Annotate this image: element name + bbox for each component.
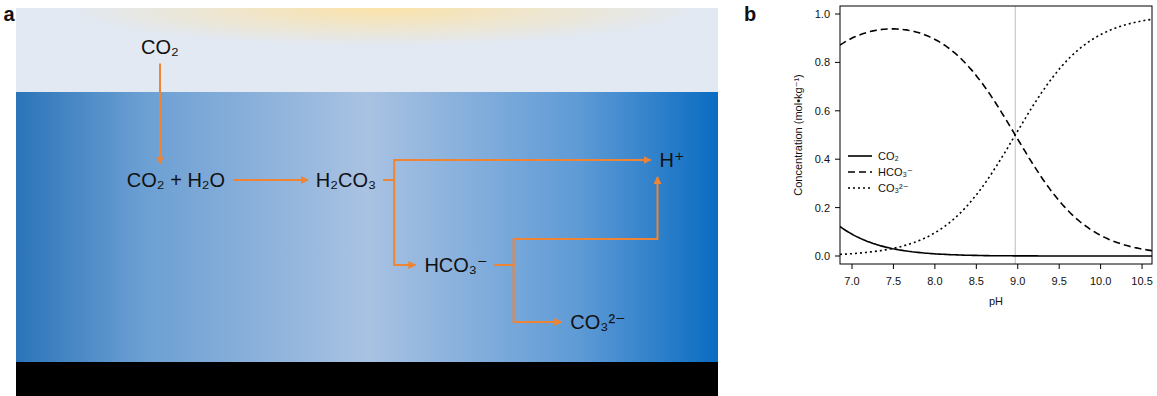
tick-mark: [1059, 264, 1060, 269]
tick-mark: [852, 264, 853, 269]
legend-sample: [848, 155, 872, 157]
axis-title: pH: [989, 295, 1003, 307]
reaction-arrow: [383, 180, 415, 265]
tick-mark: [1017, 264, 1018, 269]
tick-label: 0.8: [815, 56, 830, 68]
co2-curve: [840, 227, 1152, 257]
tick-mark: [893, 264, 894, 269]
ocean-body: [16, 92, 718, 362]
sea-floor: [16, 362, 718, 396]
legend-text: HCO₃⁻: [878, 166, 913, 179]
tick-label: 0.0: [815, 250, 830, 262]
chemical-species: H⁺: [656, 146, 689, 174]
legend-samples: [848, 156, 872, 188]
tick-label: 9.5: [1052, 275, 1067, 287]
species-formula: CO₂ + H₂O: [127, 169, 225, 191]
reaction-arrow: [495, 177, 658, 265]
chemical-species: CO₃²⁻: [566, 308, 629, 336]
tick-label: 0.2: [815, 202, 830, 214]
tick-label: 10.0: [1090, 275, 1111, 287]
reaction-arrow: [159, 64, 161, 164]
chemical-species: CO₂: [137, 34, 183, 61]
tick-mark: [976, 264, 977, 269]
reaction-arrow: [233, 179, 308, 181]
tick-mark: [835, 207, 840, 208]
tick-mark: [1142, 264, 1143, 269]
tick-mark: [835, 159, 840, 160]
reaction-arrow: [383, 160, 650, 180]
plot-frame: [840, 6, 1152, 264]
species-formula: CO₂: [141, 36, 179, 58]
tick-label: 0.6: [815, 105, 830, 117]
tick-label: 9.0: [1010, 275, 1025, 287]
tick-mark: [835, 62, 840, 63]
tick-mark: [835, 110, 840, 111]
species-formula: CO₃²⁻: [570, 311, 625, 333]
tick-label: 8.5: [969, 275, 984, 287]
chemical-species: CO₂ + H₂O: [123, 167, 229, 194]
axis-title: Concentration (mol•kg⁻¹): [792, 74, 805, 196]
tick-mark: [835, 14, 840, 15]
tick-label: 7.5: [886, 275, 901, 287]
legend-text: CO₃²⁻: [878, 182, 908, 195]
tick-label: 0.4: [815, 153, 830, 165]
axis-ticks: [835, 14, 1142, 269]
tick-label: 8.0: [927, 275, 942, 287]
reaction-arrow: [495, 265, 562, 322]
co3-curve: [840, 19, 1152, 254]
sky-band: [16, 8, 718, 92]
chemical-species: HCO₃⁻: [420, 251, 491, 279]
tick-label: 7.0: [844, 275, 859, 287]
chemical-species: H₂CO₃: [312, 167, 380, 194]
panel-letter: a: [3, 3, 14, 26]
tick-mark: [1100, 264, 1101, 269]
species-formula: H₂CO₃: [316, 169, 376, 191]
hco3-curve: [840, 29, 1152, 251]
species-formula: H⁺: [660, 149, 685, 171]
tick-label: 10.5: [1131, 275, 1152, 287]
legend-sample: [848, 171, 872, 173]
tick-mark: [835, 256, 840, 257]
species-formula: HCO₃⁻: [424, 254, 487, 276]
tick-mark: [934, 264, 935, 269]
legend-sample: [848, 187, 872, 189]
tick-label: 1.0: [815, 8, 830, 20]
legend-text: CO₂: [878, 150, 899, 162]
panel-letter: b: [744, 3, 756, 26]
